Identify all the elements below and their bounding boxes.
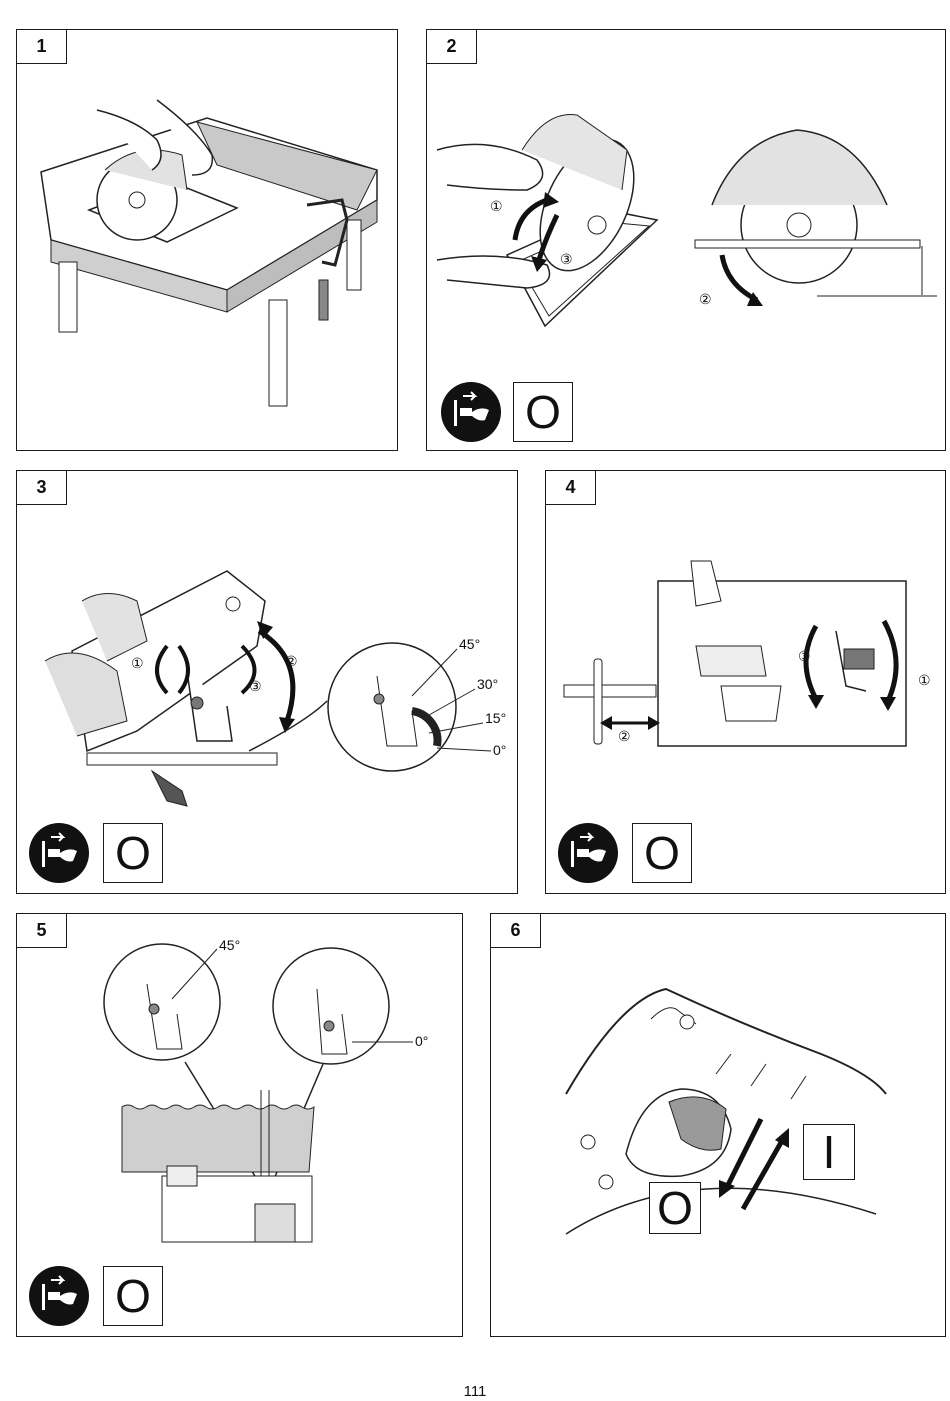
switch-off-symbol: O: [632, 823, 692, 883]
power-switch-illustration: [565, 987, 887, 1235]
switch-on-symbol: I: [803, 1124, 855, 1180]
page-number: 111: [463, 1383, 487, 1400]
bevel-adjust-illustration: ① ② ③ 45° 30° 15° 0°: [44, 570, 506, 807]
step-marker: ②: [618, 728, 631, 744]
angle-label: 0°: [415, 1033, 428, 1049]
step-marker: ③: [249, 678, 262, 694]
unplug-icon: [558, 823, 618, 883]
switch-off-symbol: O: [649, 1182, 701, 1234]
panel-number: 4: [546, 471, 596, 505]
panel-1: 1: [16, 29, 398, 451]
angle-label: 30°: [477, 676, 498, 692]
cutting-guide-illustration: 45° 0°: [103, 937, 428, 1243]
panel-number: 1: [17, 30, 67, 64]
panel-number: 2: [427, 30, 477, 64]
panel-5: 45° 0° O 5: [16, 913, 463, 1337]
step-marker: ③: [798, 648, 811, 664]
step-marker: ③: [560, 251, 573, 267]
panel-2: ① ③ ② O 2: [426, 29, 946, 451]
switch-off-symbol: O: [513, 382, 573, 442]
panel-number: 6: [491, 914, 541, 948]
panel-4: ③ ① ② O 4: [545, 470, 946, 894]
angle-label: 0°: [493, 742, 506, 758]
panel-3: ① ② ③ 45° 30° 15° 0° O 3: [16, 470, 518, 894]
step-marker: ①: [131, 655, 144, 671]
rip-fence-illustration: ③ ① ②: [563, 560, 931, 747]
step-marker: ①: [490, 198, 503, 214]
depth-adjust-illustration: ① ③ ②: [436, 113, 937, 328]
step-marker: ②: [285, 653, 298, 669]
panel-number: 5: [17, 914, 67, 948]
unplug-icon: [29, 823, 89, 883]
angle-label: 15°: [485, 710, 506, 726]
panel-number: 3: [17, 471, 67, 505]
step-marker: ②: [699, 291, 712, 307]
workbench-illustration: [40, 99, 378, 407]
switch-off-symbol: O: [103, 823, 163, 883]
panel-6: O I 6: [490, 913, 946, 1337]
unplug-icon: [441, 382, 501, 442]
angle-label: 45°: [219, 937, 240, 953]
unplug-icon: [29, 1266, 89, 1326]
switch-off-symbol: O: [103, 1266, 163, 1326]
step-marker: ①: [918, 672, 931, 688]
angle-label: 45°: [459, 636, 480, 652]
